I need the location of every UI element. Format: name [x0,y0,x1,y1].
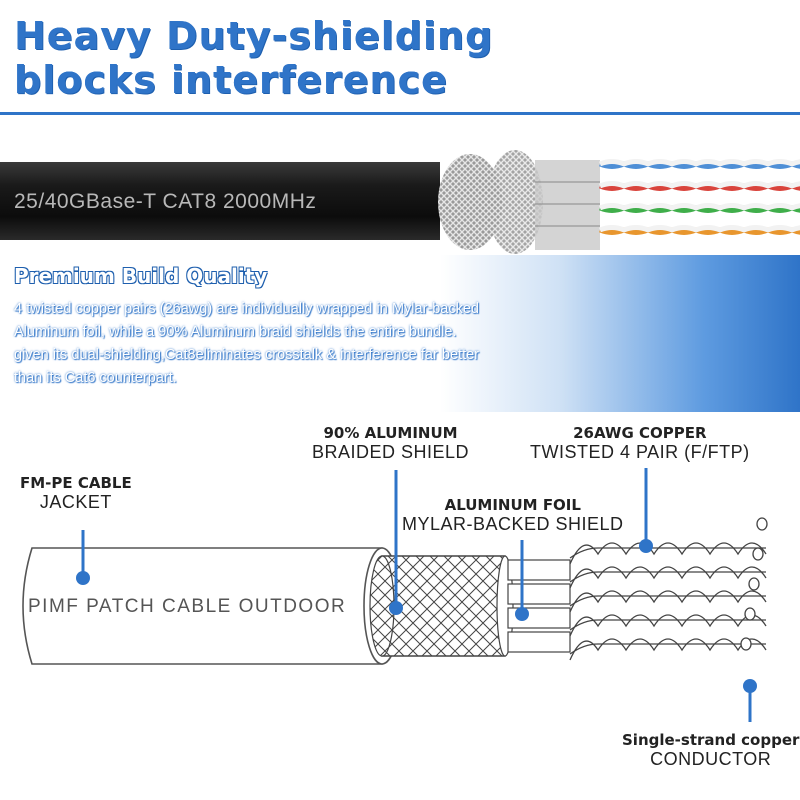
wire-end-3 [748,577,760,591]
conductor-label-normal: CONDUCTOR [650,749,772,769]
diagram-foil [507,559,571,653]
foil-label: ALUMINUM FOIL MYLAR-BACKED SHIELD [402,496,624,534]
braid-pointer-dot [389,601,403,615]
conductor-pointer-dot [743,679,757,693]
cable-jacket [0,162,440,240]
title-divider [0,112,800,115]
jacket-pointer-dot [76,571,90,585]
build-quality-band [0,255,800,412]
diagram-wire-3-2 [569,590,767,613]
pair-wire-3-b [599,203,800,211]
conductor-label: Single-strand copper CONDUCTOR [622,731,799,769]
braid-label-normal: BRAIDED SHIELD [312,442,470,462]
diagram-wire-2-1 [569,571,766,583]
jacket-label: FM-PE CABLE JACKET [20,474,132,512]
main-title-line-2: blocks interference [14,58,448,102]
diagram-wire-1-2 [569,542,767,565]
wire-end-1 [756,517,768,531]
pair-wire-3-a [599,205,800,213]
braid-end [438,154,502,250]
foil-pointer-dot [515,607,529,621]
jacket-label-normal: JACKET [39,492,112,512]
pair-wire-1-a [599,161,800,169]
diagram-twisted-wires [569,517,768,661]
copper-label: 26AWG COPPER TWISTED 4 PAIR (F/FTP) [530,424,750,462]
foil-label-bold: ALUMINUM FOIL [444,496,581,514]
wire-end-4 [744,607,756,621]
wire-end-2 [752,547,764,561]
main-title-line-1: Heavy Duty-shielding [14,14,494,58]
pair-wire-1-b [599,159,800,167]
pair-wire-2-b [599,181,800,189]
pair-wire-4-a [599,227,800,235]
diagram-wire-5-2 [569,638,767,661]
cable-photo [0,150,800,254]
cable-print-text: 25/40GBase-T CAT8 2000MHz [14,190,317,213]
diagram-wire-3-1 [569,595,766,607]
copper-pointer-dot [639,539,653,553]
pair-wire-4-b [599,225,800,233]
jacket-label-bold: FM-PE CABLE [20,474,132,492]
build-paragraph-1: 4 twisted copper pairs (26awg) are indiv… [14,301,479,340]
diagram-wire-4-1 [569,619,766,631]
diagram-jacket [22,547,383,665]
pair-wire-2-a [599,183,800,191]
build-quality-text: 4 twisted copper pairs (26awg) are indiv… [14,298,479,390]
diagram-wire-5-1 [569,643,766,655]
diagram-wire-4-2 [569,614,767,637]
copper-label-bold: 26AWG COPPER [573,424,707,442]
braid-label: 90% ALUMINUM BRAIDED SHIELD [312,424,469,462]
twisted-pairs [599,159,800,235]
foil-label-normal: MYLAR-BACKED SHIELD [402,514,624,534]
diagram-wire-2-2 [569,566,767,589]
foil-wraps [535,160,600,250]
cable-structure-diagram [22,468,768,722]
diagram-wire-1-1 [569,547,766,559]
copper-label-normal: TWISTED 4 PAIR (F/FTP) [530,442,750,462]
conductor-label-bold: Single-strand copper [622,731,800,749]
wire-end-5 [740,637,752,651]
jacket-print-text: PIMF PATCH CABLE OUTDOOR [28,596,347,617]
braid-label-bold: 90% ALUMINUM [323,424,458,442]
build-paragraph-2: given its dual-shielding,Cat8eliminates … [14,347,479,386]
build-quality-title: Premium Build Quality [14,264,268,288]
